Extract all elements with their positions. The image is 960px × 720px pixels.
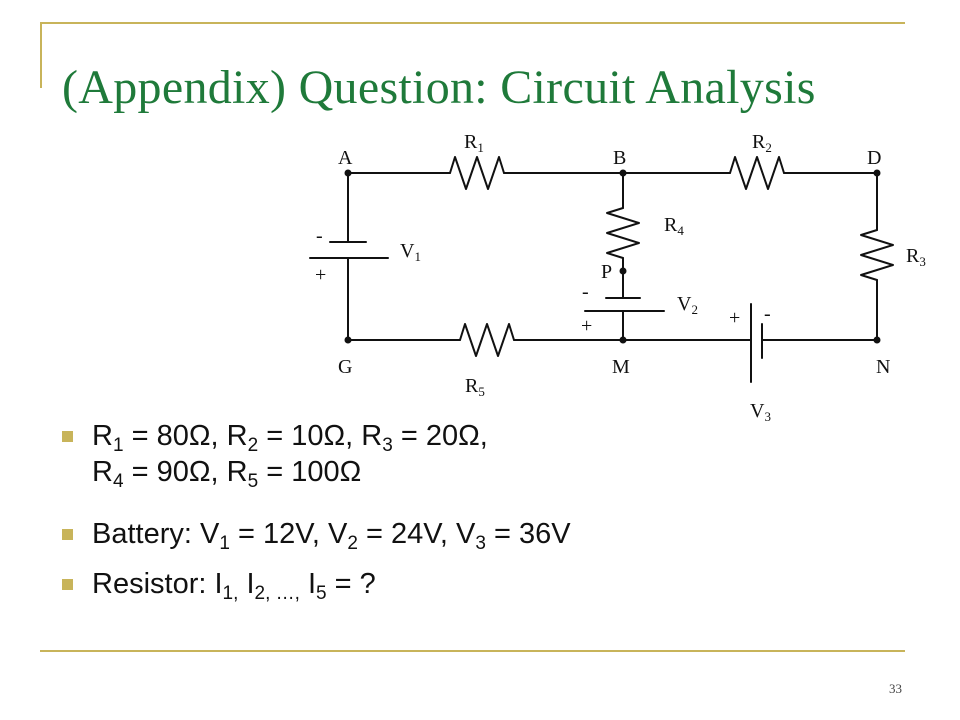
node-label-g: G [338, 356, 352, 378]
node-p-dot [619, 267, 627, 275]
resistor-label-r1: R1 [464, 131, 484, 155]
v1-plus-sign: + [315, 264, 326, 286]
subscript: 1, [222, 583, 239, 604]
resistance-line-2: R4 = 90Ω, R5 = 100Ω [92, 454, 571, 492]
text-segment: = 90Ω, R [123, 456, 248, 488]
battery-line: Battery: V1 = 12V, V2 = 24V, V3 = 36V [92, 516, 571, 554]
node-n-dot [873, 336, 881, 344]
battery-label-v2: V2 [677, 293, 698, 317]
node-d-dot [873, 169, 881, 177]
text-segment: I [238, 568, 255, 600]
battery-values-item: Battery: V1 = 12V, V2 = 24V, V3 = 36V [62, 516, 571, 554]
frame-top-line [40, 22, 905, 24]
battery-label-v3: V3 [750, 400, 771, 424]
circuit-diagram: A B D P G M N R1 R2 R3 R4 R5 V1 V2 V3 - … [309, 131, 926, 424]
resistor-r1 [449, 156, 505, 190]
text-segment: R [92, 420, 113, 452]
text-segment: I [299, 568, 317, 600]
resistance-line-1: R1 = 80Ω, R2 = 10Ω, R3 = 20Ω, [92, 418, 571, 456]
node-label-m: M [612, 356, 630, 378]
v2-minus-sign: - [582, 281, 589, 303]
resistor-label-r2: R2 [752, 131, 772, 155]
subscript: 1 [219, 533, 230, 554]
text-segment: = ? [326, 568, 376, 600]
resistor-label-r4: R4 [664, 214, 684, 238]
resistor-r2 [729, 156, 785, 190]
subscript: 1 [112, 435, 124, 456]
text-segment: = 36V [485, 518, 571, 550]
resistor-r3 [860, 229, 894, 281]
text-segment: Resistor: I [92, 568, 223, 600]
subscript: 2 [347, 533, 358, 554]
v2-plus-sign: + [581, 315, 592, 337]
subscript: 3 [475, 533, 486, 554]
resistance-values-item: R1 = 80Ω, R2 = 10Ω, R3 = 20Ω, R4 = 90Ω, … [62, 418, 571, 492]
page-number: 33 [889, 681, 902, 696]
text-segment: = 20Ω, [392, 420, 488, 452]
slide-title: (Appendix) Question: Circuit Analysis [62, 61, 816, 114]
subscript: 2 [247, 435, 259, 456]
text-segment: R [92, 456, 113, 488]
resistor-r4 [606, 207, 640, 259]
bullet-square-icon [62, 579, 73, 590]
bullet-square-icon [62, 529, 73, 540]
subscript: 5 [247, 471, 259, 492]
subscript: 5 [316, 583, 327, 604]
node-label-p: P [601, 261, 612, 283]
text-segment: Battery: V [92, 518, 220, 550]
node-label-d: D [867, 147, 881, 169]
text-segment: = 12V, V [229, 518, 348, 550]
text-segment: = 80Ω, R [123, 420, 248, 452]
subscript: 4 [112, 471, 124, 492]
resistor-label-r3: R3 [906, 245, 926, 269]
node-label-n: N [876, 356, 890, 378]
text-segment: = 24V, V [357, 518, 476, 550]
node-label-b: B [613, 147, 626, 169]
v1-minus-sign: - [316, 225, 323, 247]
text-segment: = 100Ω [258, 456, 362, 488]
v3-minus-sign: - [764, 303, 771, 325]
node-a-dot [344, 169, 352, 177]
node-g-dot [344, 336, 352, 344]
parameter-list: R1 = 80Ω, R2 = 10Ω, R3 = 20Ω, R4 = 90Ω, … [62, 418, 571, 604]
resistor-r5 [459, 323, 515, 357]
text-segment: = 10Ω, R [258, 420, 383, 452]
node-label-a: A [338, 147, 353, 169]
node-m-dot [619, 336, 627, 344]
v3-plus-sign: + [729, 307, 740, 329]
resistor-question-item: Resistor: I1, I2, …, I5 = ? [62, 566, 571, 604]
bullet-square-icon [62, 431, 73, 442]
frame-left-line [40, 22, 42, 88]
resistor-label-r5: R5 [465, 375, 485, 399]
subscript: 2, …, [254, 583, 300, 604]
resistor-question-line: Resistor: I1, I2, …, I5 = ? [92, 566, 571, 604]
subscript: 3 [382, 435, 393, 456]
battery-label-v1: V1 [400, 240, 421, 264]
node-b-dot [619, 169, 627, 177]
frame-bottom-line [40, 650, 905, 652]
